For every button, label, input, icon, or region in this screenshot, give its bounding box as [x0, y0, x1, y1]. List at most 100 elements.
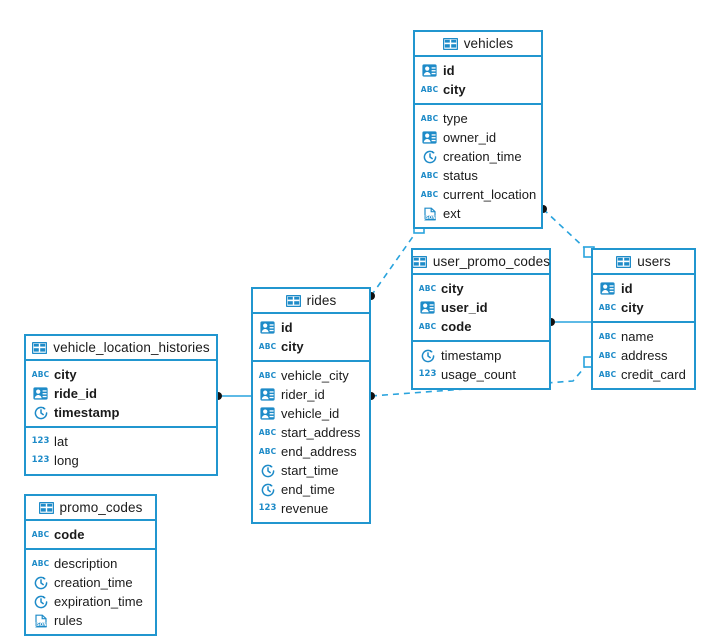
- table-header-vehicle_location_histories[interactable]: vehicle_location_histories: [26, 336, 216, 361]
- clock-icon: [33, 575, 48, 590]
- column-name: city: [54, 367, 77, 382]
- column-row[interactable]: expiration_time: [26, 592, 155, 611]
- column-name: long: [54, 453, 79, 468]
- column-name: name: [621, 329, 654, 344]
- table-header-rides[interactable]: rides: [253, 289, 369, 314]
- column-name: timestamp: [54, 405, 120, 420]
- column-row[interactable]: ABC type: [415, 109, 541, 128]
- abc-icon: ABC: [31, 558, 50, 568]
- column-name: id: [621, 281, 633, 296]
- column-row[interactable]: timestamp: [26, 403, 216, 422]
- id-card-icon: [600, 281, 615, 296]
- column-name: end_address: [281, 444, 357, 459]
- table-header-user_promo_codes[interactable]: user_promo_codes: [411, 250, 550, 275]
- column-row[interactable]: id: [253, 318, 369, 337]
- svg-text:JSON: JSON: [423, 215, 436, 220]
- abc-icon: ABC: [420, 84, 439, 94]
- clock-icon: [33, 594, 48, 609]
- column-row[interactable]: 123 revenue: [253, 499, 369, 518]
- column-name: type: [443, 111, 468, 126]
- id-card-icon: [33, 386, 48, 401]
- table-grid-icon: [32, 340, 48, 355]
- abc-icon: ABC: [258, 427, 277, 437]
- json-icon: JSON: [422, 206, 437, 221]
- table-header-users[interactable]: users: [593, 250, 694, 275]
- svg-text:JSON: JSON: [34, 622, 47, 627]
- table-header-vehicles[interactable]: vehicles: [415, 32, 541, 57]
- abc-icon: ABC: [420, 113, 439, 123]
- column-row[interactable]: ABC end_address: [253, 442, 369, 461]
- column-row[interactable]: user_id: [413, 298, 549, 317]
- column-name: creation_time: [54, 575, 133, 590]
- column-row[interactable]: creation_time: [415, 147, 541, 166]
- column-name: ride_id: [54, 386, 97, 401]
- relationship-upc-users: [547, 318, 591, 326]
- column-row[interactable]: timestamp: [413, 346, 549, 365]
- column-name: city: [281, 339, 304, 354]
- column-row[interactable]: ABC name: [593, 327, 694, 346]
- column-row[interactable]: owner_id: [415, 128, 541, 147]
- column-row[interactable]: ride_id: [26, 384, 216, 403]
- column-name: usage_count: [441, 367, 517, 382]
- column-name: creation_time: [443, 149, 522, 164]
- table-title: promo_codes: [59, 500, 143, 515]
- id-card-icon: [422, 130, 437, 145]
- column-name: lat: [54, 434, 68, 449]
- relationship-vlh-rides: [214, 392, 251, 400]
- clock-icon: [422, 149, 437, 164]
- clock-icon: [260, 482, 275, 497]
- column-row[interactable]: end_time: [253, 480, 369, 499]
- column-row[interactable]: id: [593, 279, 694, 298]
- abc-icon: ABC: [258, 446, 277, 456]
- table-header-promo_codes[interactable]: promo_codes: [26, 496, 155, 521]
- table-title: vehicle_location_histories: [53, 340, 210, 355]
- table-grid-icon: [411, 254, 427, 269]
- column-name: end_time: [281, 482, 335, 497]
- id-card-icon: [422, 63, 437, 78]
- column-row[interactable]: rider_id: [253, 385, 369, 404]
- 123-icon: 123: [258, 503, 277, 514]
- column-name: id: [281, 320, 293, 335]
- column-row[interactable]: creation_time: [26, 573, 155, 592]
- column-name: revenue: [281, 501, 329, 516]
- column-row[interactable]: vehicle_id: [253, 404, 369, 423]
- column-row[interactable]: start_time: [253, 461, 369, 480]
- column-name: code: [54, 527, 85, 542]
- abc-icon: ABC: [418, 283, 437, 293]
- id-card-icon: [420, 300, 435, 315]
- abc-icon: ABC: [598, 350, 617, 360]
- column-row[interactable]: id: [415, 61, 541, 80]
- abc-icon: ABC: [598, 331, 617, 341]
